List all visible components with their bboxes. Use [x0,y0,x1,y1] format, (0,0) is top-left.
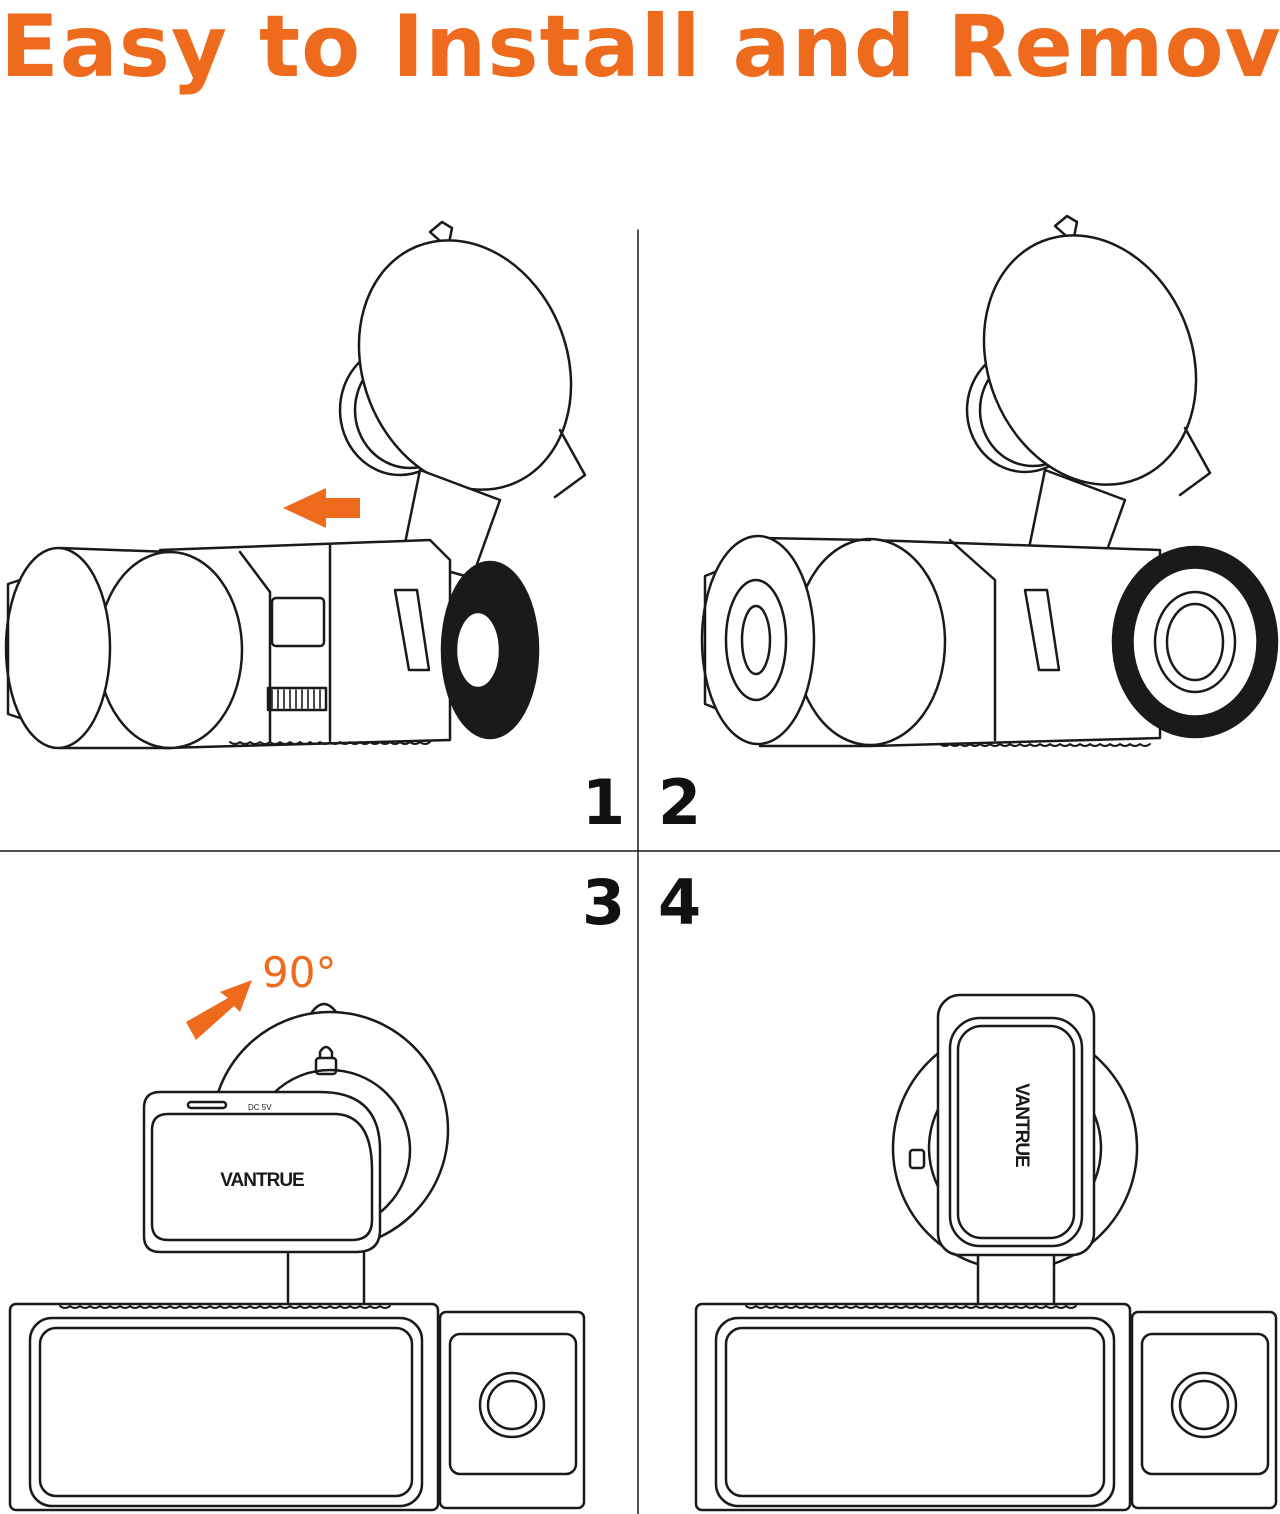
panel-4-rotated-locked [694,993,1278,1512]
suction-cup [982,234,1198,486]
step-number-3: 3 [582,866,626,939]
port-label: DC 5V [248,1103,272,1112]
step-number-2: 2 [658,766,702,839]
camera-screen-housing [8,1302,440,1512]
step-number-1: 1 [582,766,626,839]
camera-screen-housing [694,1302,1132,1512]
brand-logo: VANTRUE [220,1170,304,1191]
rotate-arrow [186,980,252,1040]
panel-1-camera-detached [4,220,587,750]
front-cap [4,546,112,750]
front-cap [700,534,816,746]
panel-2-camera-attached [700,214,1279,748]
camera-face [142,1090,382,1254]
camera-face [936,993,1096,1257]
step-number-4: 4 [658,866,702,939]
brand-logo: VANTRUE [1011,1083,1032,1167]
suction-cup [357,239,573,491]
lock-icon [314,1056,338,1076]
panel-3-rotate-mount [8,1002,586,1512]
page-title: Easy to Install and Remove [0,0,1280,97]
slide-left-arrow [283,488,360,528]
rotation-degree-label: 90° [262,948,337,997]
